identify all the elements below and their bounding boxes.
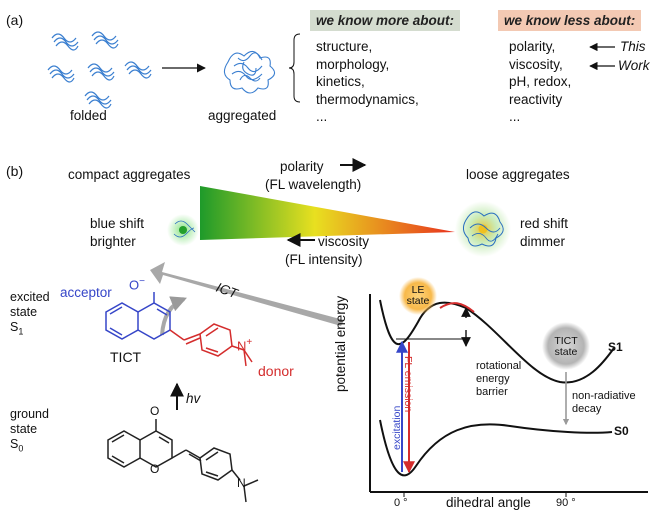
aggregated-label: aggregated: [208, 108, 277, 123]
know-more-header: we know more about:: [310, 10, 461, 31]
list-bracket: [288, 33, 301, 103]
tict-label: TICT: [110, 349, 142, 365]
tict-twist-arrow: [160, 296, 187, 336]
polarity-sub-label: (FL wavelength): [265, 177, 362, 192]
acceptor-label: acceptor: [60, 285, 112, 300]
blue-shift-label: blue shift: [90, 216, 145, 231]
viscosity-sub-label: (FL intensity): [285, 252, 363, 267]
s0-label: S0: [614, 424, 629, 438]
excitation-label: excitation: [391, 405, 403, 450]
know-less-item: reactivity: [509, 91, 563, 107]
energy-diagram-axes: [369, 294, 648, 493]
tick-90-label: 90 °: [556, 497, 576, 509]
nonrad-label: non-radiative decay: [572, 390, 636, 415]
know-more-item: thermodynamics,: [316, 91, 419, 107]
know-more-item: ...: [316, 109, 328, 124]
hv-label: hv: [186, 391, 201, 406]
folded-proteins: [47, 31, 152, 109]
tict-state-marker: [542, 322, 590, 370]
excited-state-label: excited state S1: [10, 290, 50, 337]
carbonyl-o-label: O: [150, 404, 160, 418]
emission-label: FL emission: [402, 356, 414, 413]
know-more-item: structure,: [316, 39, 373, 54]
panel-a-label: (a): [6, 12, 24, 28]
know-less-item: pH, redox,: [509, 74, 572, 89]
loose-aggregates-label: loose aggregates: [466, 167, 570, 182]
ring-o-label: O: [150, 462, 160, 476]
barrier-top: [439, 302, 475, 313]
s0-curve: [379, 419, 613, 477]
know-more-item: morphology,: [316, 56, 390, 72]
aggregated-protein-icon: [223, 50, 276, 94]
compact-aggregates-label: compact aggregates: [68, 167, 191, 182]
know-less-list: polarity, viscosity, pH, redox, reactivi…: [509, 38, 571, 126]
loose-aggregate-icon: [455, 201, 511, 257]
le-state-label: LE state: [406, 284, 430, 307]
tick-0-label: 0 °: [394, 497, 408, 509]
amine-n-label: N: [237, 476, 246, 490]
know-less-item: viscosity,: [509, 56, 563, 72]
gradient-wedge: [200, 186, 455, 240]
excited-molecule-acceptor: [105, 292, 171, 340]
polarity-label: polarity: [280, 159, 324, 174]
dimmer-label: dimmer: [520, 234, 566, 249]
brighter-label: brighter: [90, 234, 136, 249]
tict-state-label: TICT state: [554, 335, 578, 358]
red-shift-label: red shift: [520, 216, 569, 231]
know-less-item: polarity,: [509, 39, 556, 54]
note-this: This: [620, 39, 646, 54]
s1-label: S1: [608, 340, 623, 354]
ground-state-label: ground state S0: [10, 407, 49, 454]
note-work: Work: [618, 58, 650, 73]
n-plus-label: N+: [237, 337, 253, 354]
barrier-label: rotational energy barrier: [476, 360, 522, 398]
compact-aggregate-icon: [167, 214, 199, 246]
folded-label: folded: [70, 108, 107, 123]
viscosity-label: viscosity: [318, 234, 370, 249]
know-less-item: ...: [509, 109, 521, 124]
ground-molecule: [107, 419, 259, 503]
le-state-marker: [399, 277, 437, 315]
know-more-item: kinetics,: [316, 74, 365, 89]
panel-b-label: (b): [6, 163, 24, 179]
excited-molecule-donor: [169, 323, 253, 367]
know-more-list: structure, morphology, kinetics, thermod…: [316, 38, 419, 126]
potential-energy-label: potential energy: [333, 295, 348, 392]
minus-o-label: O−: [129, 276, 145, 293]
know-less-header: we know less about:: [498, 10, 642, 31]
donor-label: donor: [258, 363, 294, 379]
dihedral-angle-label: dihedral angle: [446, 495, 531, 510]
ict-arrow: [150, 262, 344, 326]
